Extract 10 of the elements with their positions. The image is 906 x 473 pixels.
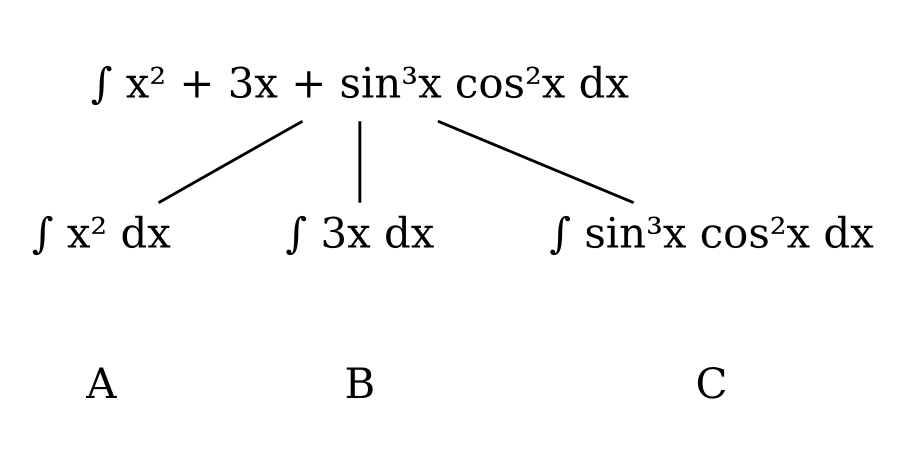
node-text: ∫ 3x dx — [285, 208, 434, 258]
connector — [358, 120, 362, 202]
label: A — [86, 358, 116, 408]
label: B — [344, 358, 376, 408]
node-text: ∫ x² + 3x + sin³x cos²x dx — [90, 58, 629, 107]
connector — [437, 119, 634, 204]
node-text: ∫ x² dx — [32, 208, 171, 258]
node-text: ∫ sin³x cos²x dx — [549, 208, 874, 258]
label: C — [696, 358, 728, 408]
connector — [158, 119, 304, 204]
